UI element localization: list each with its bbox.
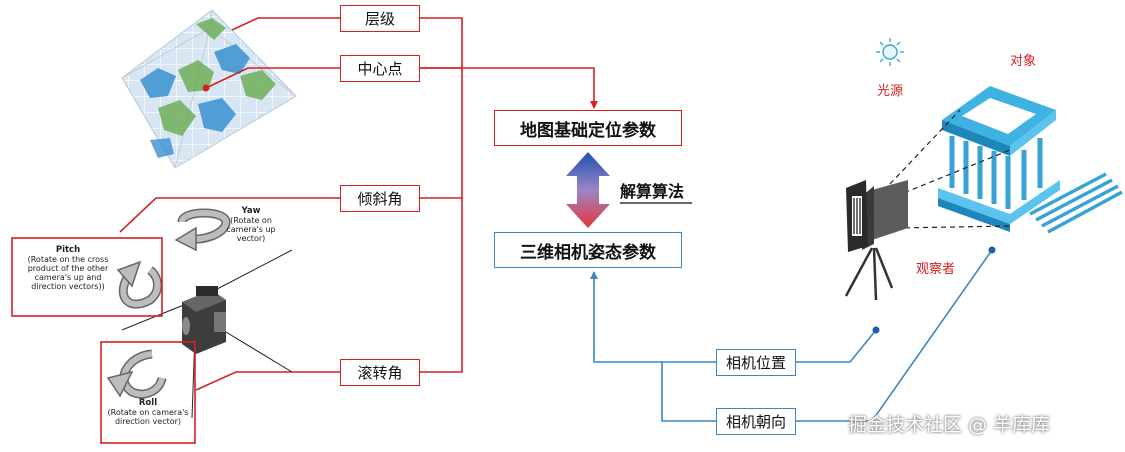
roll-desc: (Rotate on camera's direction vector) [107,408,189,426]
map-pyramid-illustration [121,9,297,169]
direction-marker [988,246,996,254]
yaw-desc: (Rotate on camera's up vector) [226,216,276,243]
map-params-box: 地图基础定位参数 [494,110,682,146]
camera-input-connectors [590,249,993,422]
roll-box [100,341,196,444]
object-label: 对象 [1010,54,1037,69]
light-source-label: 光源 [877,84,904,99]
position-marker [872,326,880,334]
param-connectors [119,17,598,391]
yaw-text: Yaw (Rotate on camera's up vector) [222,206,280,244]
param-tilt-label: 倾斜角 [357,190,403,208]
camera-params-label: 三维相机姿态参数 [520,242,656,263]
watermark: 掘金技术社区 @ 羊库库 [848,414,1051,436]
param-center-label: 中心点 [357,60,403,78]
param-roll-box: 滚转角 [340,359,420,386]
param-roll-label: 滚转角 [357,364,403,382]
yaw-title: Yaw [241,206,261,216]
roll-text: Roll (Rotate on camera's direction vecto… [106,398,190,427]
temple-object-illustration [938,86,1123,234]
pitch-desc: (Rotate on the cross product of the othe… [27,255,109,291]
observer-camera-illustration [844,180,908,301]
roll-title: Roll [138,398,158,408]
camera-position-label: 相机位置 [725,354,786,372]
camera-direction-label: 相机朝向 [725,413,786,431]
map-params-label: 地图基础定位参数 [520,120,656,141]
camera-params-box: 三维相机姿态参数 [494,232,682,268]
param-level-label: 层级 [364,10,395,28]
param-center-box: 中心点 [340,55,420,82]
pitch-title: Pitch [55,245,81,255]
view-frustum-lines [889,109,1011,229]
param-level-box: 层级 [340,5,420,32]
pitch-text: Pitch (Rotate on the cross product of th… [18,245,118,292]
param-tilt-box: 倾斜角 [340,185,420,212]
camera-rotation-illustration [106,208,293,419]
algorithm-double-arrow [566,152,610,228]
observer-label: 观察者 [916,262,956,277]
algorithm-label: 解算算法 [620,182,685,201]
camera-direction-box: 相机朝向 [716,408,796,435]
pitch-box [11,237,163,317]
sun-icon [876,38,904,66]
camera-position-box: 相机位置 [716,349,796,376]
